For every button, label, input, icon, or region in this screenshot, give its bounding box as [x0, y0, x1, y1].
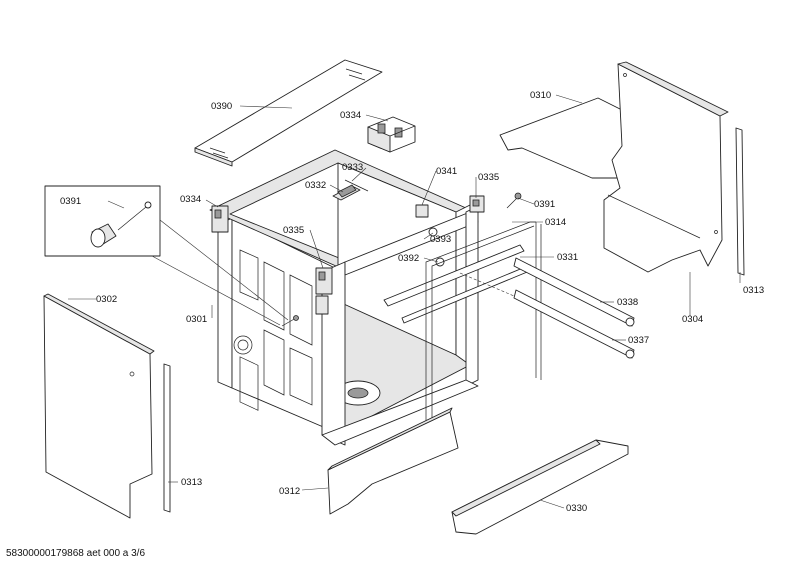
part-0390-top-strip: [194, 59, 383, 167]
document-id: 58300000179868 aet 000 a 3/6: [6, 548, 145, 559]
part-0334-bracket: [367, 116, 416, 153]
part-labels: 0390 0334 0333 0332 0334 0341 0335 0391 …: [60, 90, 764, 514]
label-0310: 0310: [530, 90, 551, 101]
label-0330: 0330: [566, 503, 587, 514]
label-0313-right: 0313: [743, 285, 764, 296]
label-0301: 0301: [186, 314, 207, 325]
label-0337: 0337: [628, 335, 649, 346]
label-0391-right: 0391: [534, 199, 555, 210]
label-0392: 0392: [398, 253, 419, 264]
label-0333: 0333: [342, 162, 363, 173]
part-0313-strips: [163, 127, 745, 513]
label-0335-left: 0335: [283, 225, 304, 236]
label-0312: 0312: [279, 486, 300, 497]
label-0332: 0332: [305, 180, 326, 191]
part-0304-side-panel: [603, 61, 729, 273]
part-0338-0337-rails: [459, 257, 635, 359]
label-0302: 0302: [96, 294, 117, 305]
label-0393: 0393: [430, 234, 451, 245]
part-0330-base-tray: [451, 439, 629, 535]
label-0313-left: 0313: [181, 477, 202, 488]
label-0390: 0390: [211, 101, 232, 112]
label-0391-left: 0391: [60, 196, 81, 207]
label-0341: 0341: [436, 166, 457, 177]
part-0302-front-panel: [43, 293, 155, 519]
leader-lines: [68, 94, 741, 509]
label-0334-side: 0334: [180, 194, 201, 205]
part-0301-tub-frame: [209, 149, 533, 446]
label-0331: 0331: [557, 252, 578, 263]
label-0334-top: 0334: [340, 110, 361, 121]
label-0304: 0304: [682, 314, 703, 325]
part-0312-lower-cover: [327, 407, 459, 515]
label-0314: 0314: [545, 217, 566, 228]
label-0338: 0338: [617, 297, 638, 308]
part-0391-detail-box: [44, 185, 522, 327]
label-0335-right: 0335: [478, 172, 499, 183]
